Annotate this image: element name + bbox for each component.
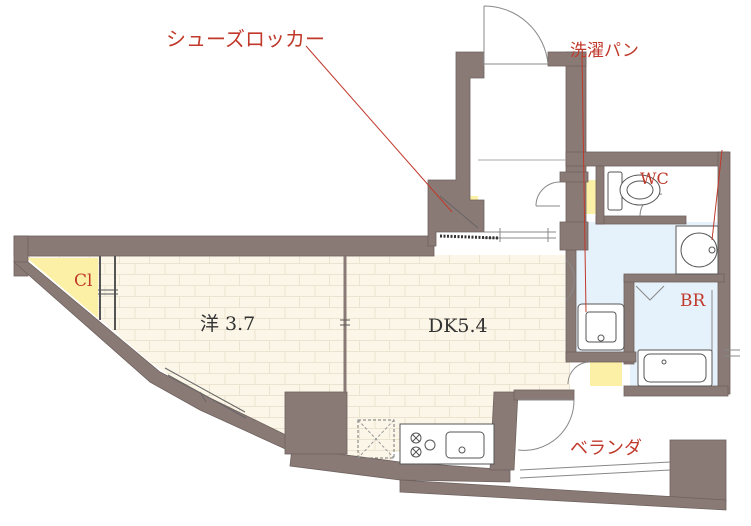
- leader-lines: [305, 45, 723, 313]
- closet-floor: [27, 258, 98, 318]
- entry-floor: [478, 70, 570, 233]
- wall-veranda-bottom: [399, 479, 727, 511]
- wall-wc-bottom: [595, 215, 687, 225]
- wall-top-living: [13, 235, 435, 257]
- walls: [12, 51, 731, 511]
- wall-entry-right-top: [547, 51, 587, 67]
- dk-label: DK5.4: [428, 315, 488, 337]
- bathtub-icon: [637, 349, 713, 387]
- pillar-storage-2: [559, 221, 589, 251]
- wall-wc-left: [595, 165, 605, 225]
- washing-pan-label: 洗濯パン: [570, 41, 639, 61]
- washing-pan-leader: [581, 55, 587, 313]
- pillar-storage-1: [559, 171, 589, 183]
- shoe-locker-diagonal: [439, 195, 479, 229]
- wc-label: WC: [640, 169, 669, 188]
- veranda-block: [669, 439, 727, 503]
- western-room-label: 洋 3.7: [200, 313, 255, 335]
- living-floor: [25, 255, 570, 462]
- wash-basin-icon: [675, 225, 719, 275]
- wall-bath-bottom: [623, 385, 729, 397]
- wall-entry-left: [427, 51, 485, 247]
- cl-label: Cl: [74, 271, 92, 291]
- washing-pan-icon: [577, 303, 625, 351]
- fridge-space: [357, 419, 395, 459]
- toilet-icon: [607, 171, 661, 211]
- wall-br-top: [623, 273, 725, 283]
- wall-br-left: [623, 275, 635, 365]
- shoe-locker-leader: [305, 45, 453, 213]
- storage-floor-2: [590, 362, 622, 386]
- sink-icon: [445, 431, 485, 459]
- stove-icon: [410, 432, 436, 458]
- veranda-label: ベランダ: [570, 438, 642, 459]
- wall-wet-top: [565, 151, 729, 167]
- partitions: [98, 5, 740, 479]
- floor-areas: [25, 70, 722, 475]
- basin-leader: [711, 149, 723, 241]
- wall-veranda-top: [513, 389, 575, 401]
- fixtures: [357, 171, 719, 465]
- labels: シューズロッカー 洗濯パン WC Cl 洋 3.7 DK5.4 BR ベランダ: [74, 27, 706, 459]
- wall-wet-right: [717, 151, 731, 395]
- kitchen-counter: [399, 423, 495, 465]
- shoe-locker-label: シューズロッカー: [166, 27, 325, 51]
- br-label: BR: [680, 291, 706, 311]
- pillar-bottom-mid: [284, 391, 348, 455]
- wall-wet-bottom: [565, 351, 637, 363]
